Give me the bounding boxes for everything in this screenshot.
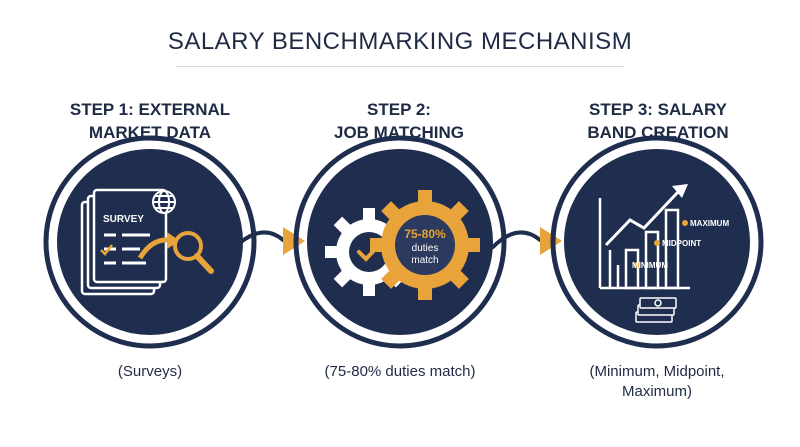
mid-marker (654, 240, 660, 246)
connector-2 (491, 230, 542, 249)
step-1-heading: STEP 1: EXTERNAL MARKET DATA (40, 98, 260, 144)
step-1-heading-line1: STEP 1: EXTERNAL (69, 100, 231, 119)
step-3-caption: (Minimum, Midpoint, Maximum) (547, 362, 767, 402)
step-3-heading: STEP 3: SALARY BAND CREATION (548, 98, 768, 144)
band-mid-label: MIDPOINT (662, 239, 701, 248)
survey-label: SURVEY (103, 214, 144, 225)
step-1-caption-line1: (Surveys) (117, 363, 183, 380)
min-marker (634, 262, 640, 268)
step-2-caption-line1: (75-80% duties match) (324, 363, 476, 380)
curved-arrow-head-icon (167, 232, 180, 249)
step-3-heading-line1: STEP 3: SALARY (589, 100, 727, 119)
band-max-label: MAXIMUM (690, 219, 729, 228)
gold-gear-icon (370, 190, 480, 300)
page-title: SALARY BENCHMARKING MECHANISM (167, 28, 633, 55)
step-2-heading: STEP 2: JOB MATCHING (289, 98, 509, 144)
step-1-caption: (Surveys) (40, 362, 260, 382)
magnifier-icon (173, 231, 214, 274)
money-stack-icon (635, 297, 677, 323)
trend-arrow-icon (672, 184, 688, 198)
badge-match: match (411, 255, 438, 266)
title-divider (176, 66, 624, 67)
badge-percent: 75-80% (404, 227, 446, 241)
step-2-caption: (75-80% duties match) (290, 362, 510, 382)
globe-icon (152, 190, 176, 214)
band-min-label: MINIMUM (632, 261, 668, 270)
max-marker (682, 220, 688, 226)
step-2-heading-line1: STEP 2: (367, 100, 431, 119)
step-2-heading-line2: JOB MATCHING (333, 123, 464, 142)
step-3-caption-line1: (Minimum, Midpoint, (589, 363, 725, 380)
step-3-caption-line2: Maximum) (622, 383, 692, 400)
survey-document-icon (80, 188, 168, 296)
salary-band-chart-icon (598, 190, 690, 290)
step-3-heading-line2: BAND CREATION (587, 123, 729, 142)
badge-duties: duties (412, 243, 439, 254)
step-1-heading-line2: MARKET DATA (88, 123, 212, 142)
